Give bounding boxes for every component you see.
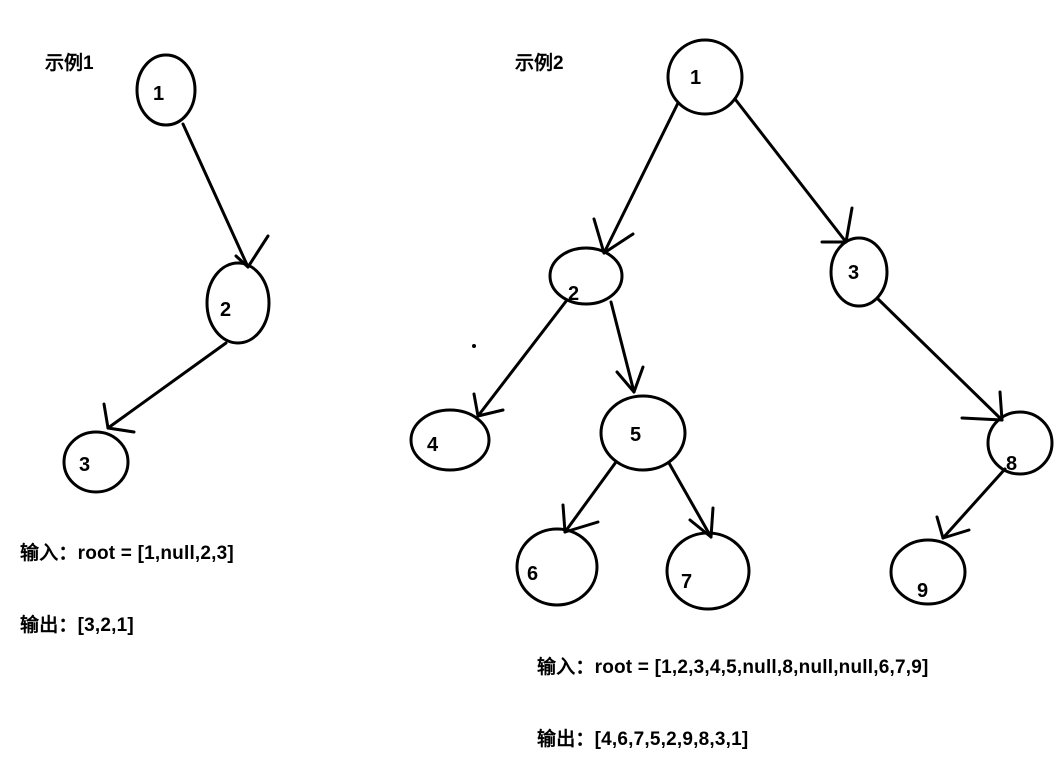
ex1-node-3-label: 3 bbox=[79, 454, 90, 476]
ex2-node-2-label: 2 bbox=[568, 283, 579, 305]
ex2-node-4-circle bbox=[409, 408, 491, 472]
ex2-edge-5-7 bbox=[667, 461, 713, 539]
example2-title: 示例2 bbox=[515, 53, 564, 74]
ex2-node-8-circle bbox=[986, 410, 1054, 476]
ex2-node-7-circle bbox=[665, 531, 751, 611]
ex2-edge-1-2 bbox=[602, 101, 680, 255]
ex2-node-1-circle bbox=[666, 38, 744, 116]
example1-tree bbox=[62, 53, 271, 494]
ex2-edge-2-5 bbox=[609, 300, 636, 394]
ex1-arrowhead-3 bbox=[102, 402, 136, 434]
ex2-arrowhead-9 bbox=[935, 515, 971, 540]
ex2-node-4-label: 4 bbox=[427, 434, 439, 456]
ex2-arrowhead-7 bbox=[688, 506, 715, 539]
ex2-arrowhead-4 bbox=[472, 392, 505, 418]
example2-input: 输入：root = [1,2,3,4,5,null,8,null,null,6,… bbox=[537, 657, 929, 678]
ex2-edge-2-4 bbox=[476, 298, 569, 418]
ex2-edge-1-3 bbox=[733, 97, 848, 244]
ex1-node-2-circle bbox=[205, 261, 271, 345]
ex2-arrowhead-6 bbox=[561, 503, 600, 534]
ex1-node-2-label: 2 bbox=[220, 299, 231, 321]
ex2-node-3-label: 3 bbox=[848, 262, 859, 284]
ex2-node-9-label: 9 bbox=[917, 580, 928, 602]
ex2-node-8-label: 8 bbox=[1006, 453, 1017, 475]
ex2-arrowhead-2 bbox=[592, 217, 635, 255]
ex2-arrowhead-5 bbox=[615, 365, 645, 394]
ex1-edge-2-3 bbox=[106, 341, 228, 430]
example1-title: 示例1 bbox=[45, 53, 94, 74]
ex2-node-6-label: 6 bbox=[527, 563, 538, 585]
example2-tree bbox=[409, 38, 1054, 611]
ex2-node-1-label: 1 bbox=[690, 67, 701, 89]
ex2-node-7-label: 7 bbox=[681, 571, 692, 593]
ex2-arrowhead-8 bbox=[960, 390, 1004, 422]
ex1-node-1-label: 1 bbox=[153, 83, 164, 105]
ex1-node-3-circle bbox=[62, 430, 130, 494]
ex2-node-9-circle bbox=[889, 538, 967, 606]
ex1-arrowhead-2 bbox=[234, 234, 270, 269]
ex2-node-5-label: 5 bbox=[630, 424, 641, 446]
ex2-edge-8-9 bbox=[941, 467, 1007, 540]
ex2-edge-3-8 bbox=[876, 297, 1004, 422]
ex2-arrowhead-3 bbox=[820, 206, 854, 244]
example1-output: 输出：[3,2,1] bbox=[20, 615, 134, 636]
ex2-node-3-circle bbox=[829, 236, 889, 308]
ex2-edge-5-6 bbox=[563, 460, 618, 534]
ex1-edge-1-2 bbox=[181, 122, 250, 269]
ex2-node-2-circle bbox=[548, 246, 624, 306]
example1-input: 输入：root = [1,null,2,3] bbox=[20, 543, 234, 564]
ex1-node-1-circle bbox=[135, 53, 197, 127]
example2-output: 输出：[4,6,7,5,2,9,8,3,1] bbox=[537, 729, 749, 750]
ex2-node-5-circle bbox=[599, 394, 687, 472]
ex2-node-6-circle bbox=[515, 527, 599, 607]
stray-dot bbox=[472, 344, 476, 348]
